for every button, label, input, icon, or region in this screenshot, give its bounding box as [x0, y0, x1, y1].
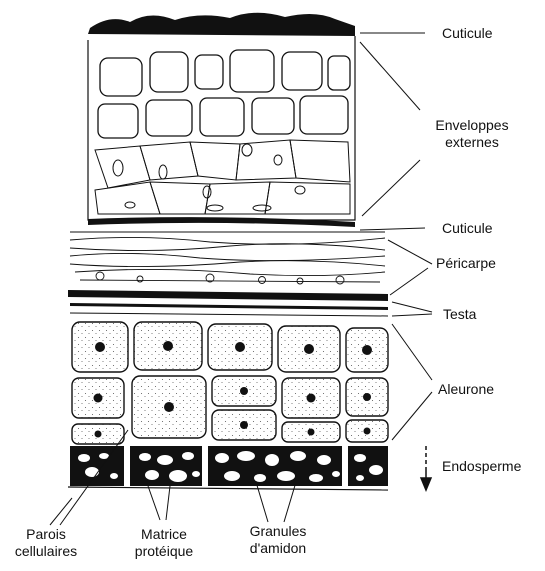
- label-endosperme: Endosperme: [442, 458, 521, 475]
- label-matrice-proteique: Matrice protéique: [118, 526, 210, 560]
- outer-cuticle: [88, 13, 355, 36]
- label-enveloppes-line2: externes: [445, 134, 499, 150]
- label-parois-line2: cellulaires: [15, 543, 77, 559]
- label-pericarpe: Péricarpe: [436, 255, 496, 272]
- outer-envelope-outline: [88, 36, 355, 220]
- inner-cuticle: [88, 217, 355, 227]
- label-granules-line1: Granules: [250, 523, 307, 539]
- label-testa: Testa: [443, 306, 476, 323]
- down-arrow-icon: [421, 446, 431, 490]
- label-enveloppes-externes: Enveloppes externes: [424, 117, 520, 151]
- label-granules-line2: d'amidon: [250, 540, 306, 556]
- label-aleurone: Aleurone: [438, 381, 494, 398]
- endosperm-cells: [68, 446, 388, 490]
- aleurone-cells: [72, 322, 388, 444]
- label-cuticule-mid: Cuticule: [442, 220, 493, 237]
- epidermis-cells: [98, 50, 350, 138]
- label-matrice-line2: protéique: [135, 543, 193, 559]
- label-matrice-line1: Matrice: [141, 526, 187, 542]
- label-cuticule-top: Cuticule: [442, 25, 493, 42]
- testa-band-thin: [70, 303, 388, 310]
- label-enveloppes-line1: Enveloppes: [435, 117, 508, 133]
- testa-band: [68, 290, 388, 301]
- hypodermis-cells: [95, 140, 350, 214]
- label-parois-line1: Parois: [26, 526, 66, 542]
- pericarp-layer: [70, 232, 385, 284]
- label-parois-cellulaires: Parois cellulaires: [2, 526, 90, 560]
- label-granules-amidon: Granules d'amidon: [232, 523, 324, 557]
